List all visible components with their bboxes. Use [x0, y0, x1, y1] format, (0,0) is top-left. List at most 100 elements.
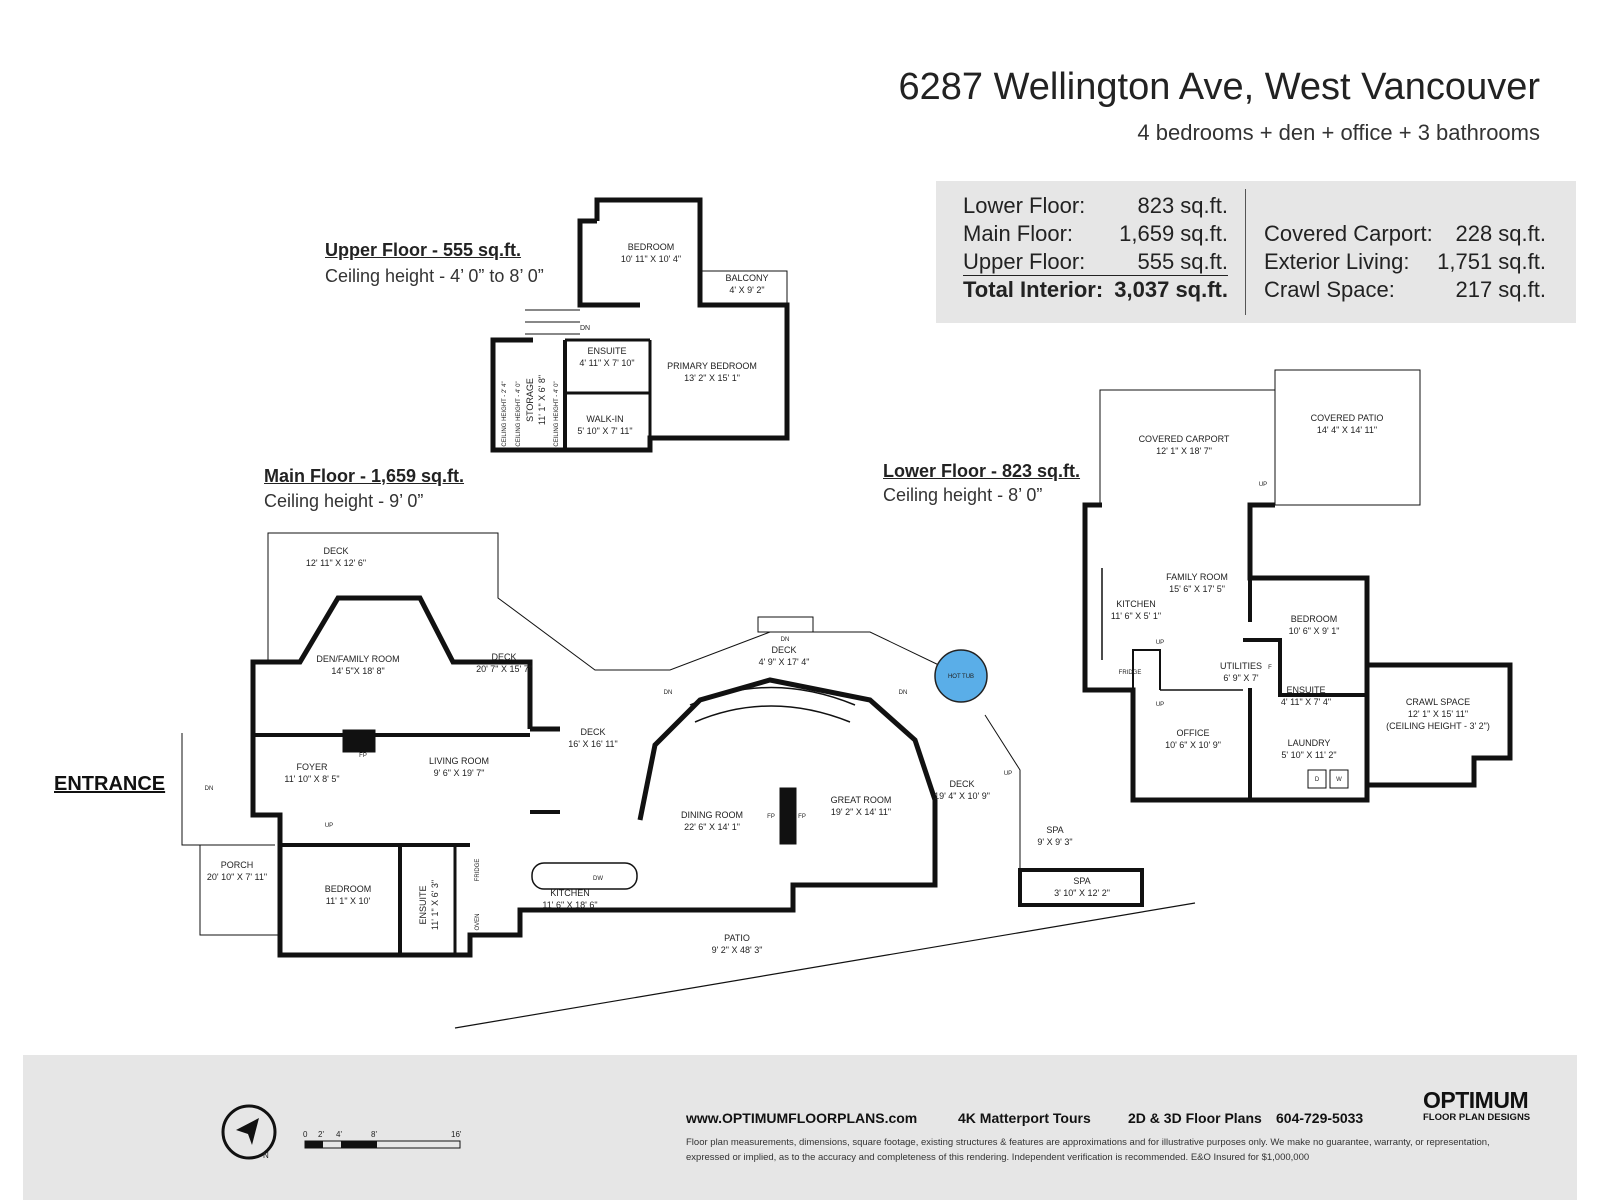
- svg-text:KITCHEN: KITCHEN: [550, 888, 590, 898]
- svg-text:4': 4': [336, 1130, 342, 1139]
- svg-text:UP: UP: [1004, 771, 1012, 777]
- area-summary-box: Lower Floor: 823 sq.ft. Main Floor: 1,65…: [936, 181, 1576, 323]
- footer-phone: 604-729-5033: [1276, 1110, 1364, 1126]
- svg-text:11' 1" X 10': 11' 1" X 10': [326, 896, 371, 906]
- svg-text:4' 11" X 7' 4": 4' 11" X 7' 4": [1281, 697, 1331, 707]
- svg-text:SPA: SPA: [1046, 825, 1063, 835]
- svg-text:OVEN: OVEN: [475, 913, 481, 930]
- svg-text:0: 0: [303, 1130, 308, 1139]
- svg-text:20' 7" X 15' 7": 20' 7" X 15' 7": [476, 664, 532, 674]
- svg-text:FP: FP: [359, 753, 367, 759]
- svg-text:KITCHEN: KITCHEN: [1116, 599, 1156, 609]
- main-floor-plan: [181, 532, 1196, 1029]
- svg-text:3' 10" X 12' 2": 3' 10" X 12' 2": [1054, 888, 1110, 898]
- svg-text:DN: DN: [205, 786, 214, 792]
- svg-text:COVERED PATIO: COVERED PATIO: [1311, 413, 1384, 423]
- svg-text:FRIDGE: FRIDGE: [475, 859, 481, 882]
- svg-text:FAMILY ROOM: FAMILY ROOM: [1166, 572, 1228, 582]
- footer-website[interactable]: www.OPTIMUMFLOORPLANS.com: [686, 1110, 918, 1126]
- svg-text:LIVING ROOM: LIVING ROOM: [429, 756, 489, 766]
- svg-text:10' 6" X 10' 9": 10' 6" X 10' 9": [1165, 740, 1221, 750]
- svg-text:UTILITIES: UTILITIES: [1220, 661, 1262, 671]
- hot-tub: [934, 649, 988, 703]
- svg-text:5' 10" X 11' 2": 5' 10" X 11' 2": [1281, 750, 1336, 760]
- svg-text:DN: DN: [899, 690, 908, 696]
- room-name: STORAGE: [525, 378, 535, 422]
- north-compass-icon: N: [221, 1104, 277, 1160]
- main-floor-ceiling: Ceiling height - 9’ 0”: [264, 491, 424, 511]
- upper-floor-plan: [490, 197, 790, 453]
- room-dims: 13' 2" X 15' 1": [684, 373, 740, 383]
- svg-text:BEDROOM: BEDROOM: [1291, 614, 1338, 624]
- svg-text:F: F: [1268, 665, 1272, 671]
- scale-bar: 0 2' 4' 8' 16': [303, 1130, 462, 1149]
- svg-text:16' X 16' 11": 16' X 16' 11": [568, 739, 618, 749]
- svg-text:(CEILING HEIGHT - 3' 2"): (CEILING HEIGHT - 3' 2"): [1386, 721, 1490, 731]
- svg-text:10' 6" X 9' 1": 10' 6" X 9' 1": [1289, 626, 1340, 636]
- svg-text:19' 4" X 10' 9": 19' 4" X 10' 9": [934, 791, 990, 801]
- svg-text:PORCH: PORCH: [221, 860, 254, 870]
- svg-text:D: D: [1315, 777, 1320, 783]
- svg-text:FOYER: FOYER: [296, 762, 328, 772]
- company-logo: OPTIMUM FLOOR PLAN DESIGNS: [1423, 1087, 1547, 1123]
- lower-floor-ceiling: Ceiling height - 8’ 0”: [883, 485, 1043, 505]
- svg-text:6' 9" X 7': 6' 9" X 7': [1223, 673, 1258, 683]
- svg-text:UP: UP: [325, 823, 333, 829]
- svg-text:DECK: DECK: [323, 546, 348, 556]
- svg-text:LAUNDRY: LAUNDRY: [1288, 738, 1331, 748]
- room-name: BALCONY: [725, 273, 768, 283]
- svg-text:PATIO: PATIO: [724, 933, 750, 943]
- svg-text:DN: DN: [664, 690, 673, 696]
- upper-floor-heading: Upper Floor - 555 sq.ft.: [325, 240, 522, 260]
- svg-text:9' X 9' 3": 9' X 9' 3": [1037, 837, 1072, 847]
- svg-text:SPA: SPA: [1073, 876, 1090, 886]
- svg-text:DECK: DECK: [949, 779, 974, 789]
- svg-text:19' 2" X 14' 11": 19' 2" X 14' 11": [831, 807, 891, 817]
- room-dims: 11' 1" X 6' 8": [537, 375, 547, 425]
- footer-disclaimer: Floor plan measurements, dimensions, squ…: [686, 1137, 1490, 1163]
- footer-service-tours: 4K Matterport Tours: [958, 1110, 1091, 1126]
- svg-text:CRAWL SPACE: CRAWL SPACE: [1406, 697, 1470, 707]
- svg-text:W: W: [1336, 777, 1342, 783]
- svg-text:FRIDGE: FRIDGE: [1119, 670, 1142, 676]
- main-floor-heading: Main Floor - 1,659 sq.ft.: [264, 466, 465, 486]
- logo-main: OPTIMUM: [1423, 1087, 1529, 1113]
- upper-floor-ceiling: Ceiling height - 4’ 0” to 8’ 0”: [325, 266, 544, 286]
- svg-text:14' 4" X 14' 11": 14' 4" X 14' 11": [1317, 425, 1377, 435]
- svg-text:UP: UP: [1156, 702, 1164, 708]
- room-dims: 4' 11" X 7' 10": [579, 358, 634, 368]
- svg-text:DECK: DECK: [771, 645, 796, 655]
- svg-text:OFFICE: OFFICE: [1177, 728, 1210, 738]
- svg-text:ENSUITE: ENSUITE: [418, 885, 428, 924]
- property-address: 6287 Wellington Ave, West Vancouver: [898, 66, 1540, 108]
- ceiling-note: CEILING HEIGHT - 4' 0": [516, 381, 522, 446]
- room-name: ENSUITE: [587, 346, 626, 356]
- svg-text:12' 1" X 15' 11": 12' 1" X 15' 11": [1408, 709, 1468, 719]
- svg-text:9' 6" X 19' 7": 9' 6" X 19' 7": [434, 768, 485, 778]
- floor-plan-drawing: BEDROOM 10' 11" X 10' 4" BALCONY 4' X 9'…: [181, 197, 1513, 1029]
- footer-bar: N 0 2' 4' 8' 16' www.OPTIMUMFLOORPLANS.c…: [23, 1055, 1577, 1200]
- svg-text:11' 6" X 5' 1": 11' 6" X 5' 1": [1111, 611, 1161, 621]
- svg-text:2': 2': [318, 1130, 324, 1139]
- main-floor-labels: DECK 12' 11" X 12' 6" DEN/FAMILY ROOM 14…: [205, 546, 1110, 955]
- room-dims: 10' 11" X 10' 4": [621, 254, 681, 264]
- svg-text:BEDROOM: BEDROOM: [325, 884, 372, 894]
- svg-text:FP: FP: [767, 814, 775, 820]
- svg-text:FP: FP: [798, 814, 806, 820]
- footer-service-plans: 2D & 3D Floor Plans: [1128, 1110, 1262, 1126]
- logo-sub: FLOOR PLAN DESIGNS: [1423, 1112, 1531, 1123]
- svg-text:DN: DN: [781, 637, 790, 643]
- svg-text:16': 16': [451, 1130, 462, 1139]
- svg-text:22' 6" X 14' 1": 22' 6" X 14' 1": [684, 822, 740, 832]
- summary-divider: [1245, 189, 1246, 315]
- svg-text:UP: UP: [1259, 482, 1267, 488]
- stair-dn-note: DN: [580, 325, 590, 332]
- svg-text:15' 6" X 17' 5": 15' 6" X 17' 5": [1169, 584, 1225, 594]
- svg-text:12' 1" X 18' 7": 12' 1" X 18' 7": [1156, 446, 1212, 456]
- svg-text:UP: UP: [1156, 640, 1164, 646]
- svg-text:COVERED CARPORT: COVERED CARPORT: [1139, 434, 1230, 444]
- svg-text:GREAT ROOM: GREAT ROOM: [831, 795, 892, 805]
- upper-floor-labels: BEDROOM 10' 11" X 10' 4" BALCONY 4' X 9'…: [502, 242, 769, 447]
- svg-text:11' 6" X 18' 6": 11' 6" X 18' 6": [542, 900, 597, 910]
- lower-floor-labels: COVERED CARPORT 12' 1" X 18' 7" COVERED …: [1111, 413, 1490, 783]
